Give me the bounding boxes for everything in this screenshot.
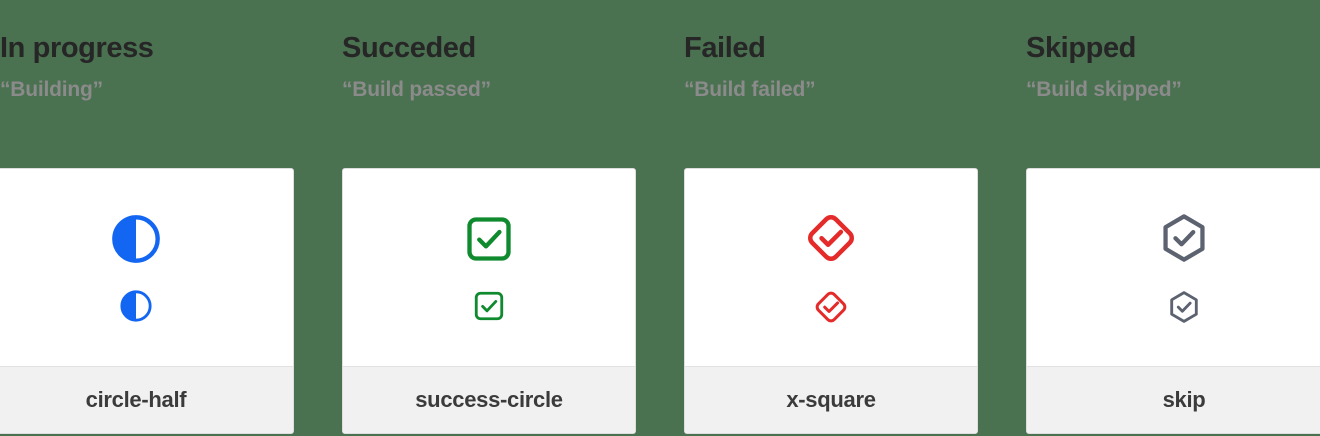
column-header: Skipped “Build skipped” [1026, 0, 1320, 103]
status-title: Failed [684, 32, 766, 64]
icon-name-label: x-square [786, 387, 876, 412]
status-column-failed: Failed “Build failed” [684, 0, 978, 436]
status-title: Skipped [1026, 32, 1136, 64]
circle-half-icon [110, 213, 162, 265]
column-header: Succeded “Build passed” [342, 0, 636, 103]
icon-preview-area [1027, 169, 1320, 366]
check-square-icon-small [472, 289, 506, 323]
status-title: In progress [0, 32, 154, 64]
column-header: In progress “Building” [0, 0, 294, 103]
check-diamond-icon [804, 211, 858, 265]
check-hexagon-icon-small [1166, 289, 1202, 325]
icon-preview-area [0, 169, 293, 366]
icon-preview-area [685, 169, 977, 366]
status-phrase: “Building” [0, 78, 103, 102]
icon-name-footer: circle-half [0, 366, 293, 433]
status-title: Succeded [342, 32, 476, 64]
icon-name-label: skip [1162, 387, 1206, 412]
icon-card-x-square[interactable]: x-square [684, 168, 978, 434]
icon-name-footer: success-circle [343, 366, 635, 433]
icon-card-skip[interactable]: skip [1026, 168, 1320, 434]
check-hexagon-icon [1157, 211, 1211, 265]
icon-name-footer: x-square [685, 366, 977, 433]
check-diamond-icon-small [813, 289, 849, 325]
icon-name-label: success-circle [415, 387, 563, 412]
icon-preview-area [343, 169, 635, 366]
circle-half-icon-small [119, 289, 153, 323]
status-phrase: “Build failed” [684, 78, 816, 102]
status-column-skipped: Skipped “Build skipped” [1026, 0, 1320, 436]
status-column-in-progress: In progress “Building” [0, 0, 294, 436]
status-column-succeded: Succeded “Build passed” [342, 0, 636, 436]
check-square-icon [463, 213, 515, 265]
icon-name-label: circle-half [85, 387, 187, 412]
icon-card-circle-half[interactable]: circle-half [0, 168, 294, 434]
status-phrase: “Build passed” [342, 78, 491, 102]
status-phrase: “Build skipped” [1026, 78, 1182, 102]
column-header: Failed “Build failed” [684, 0, 978, 103]
icon-card-success-circle[interactable]: success-circle [342, 168, 636, 434]
icon-name-footer: skip [1027, 366, 1320, 433]
